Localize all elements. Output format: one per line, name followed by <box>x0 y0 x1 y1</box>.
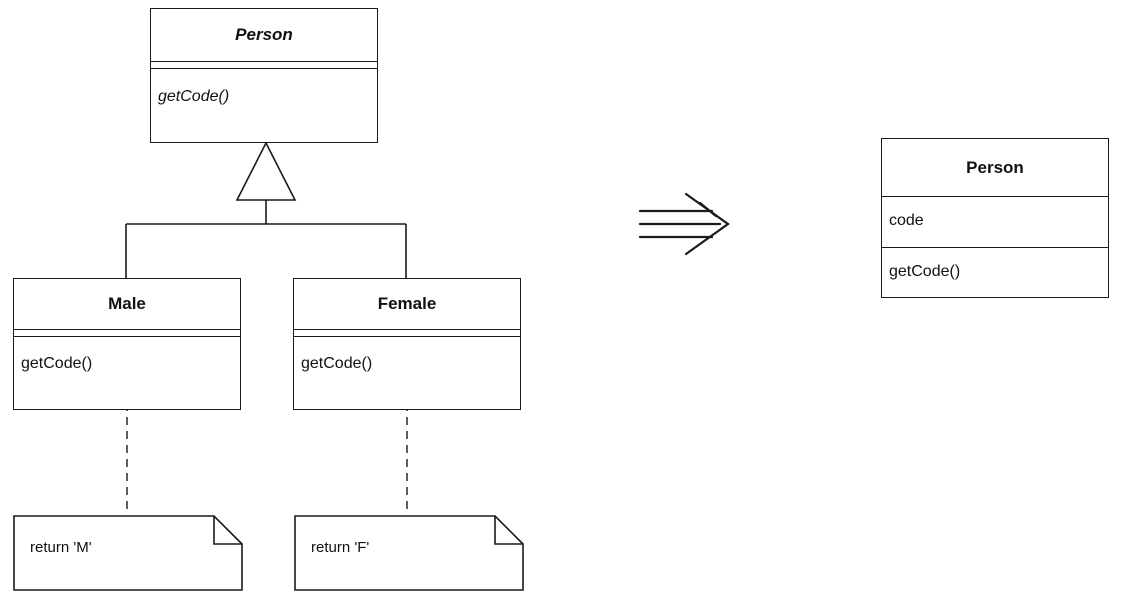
operation: getCode() <box>21 355 93 372</box>
divider <box>294 336 520 337</box>
divider <box>151 68 377 69</box>
class-name: Male <box>108 294 146 313</box>
transform-arrow-icon <box>638 192 730 256</box>
divider <box>882 247 1108 248</box>
operation: getCode() <box>158 88 230 105</box>
class-female: Female getCode() <box>293 278 521 410</box>
class-name: Person <box>966 158 1024 177</box>
note-male <box>13 515 243 591</box>
class-person-concrete: Person code getCode() <box>881 138 1109 298</box>
note-male-text: return 'M' <box>30 539 92 556</box>
class-name: Female <box>377 294 437 313</box>
divider <box>151 61 377 62</box>
operation: getCode() <box>301 355 373 372</box>
class-male: Male getCode() <box>13 278 241 410</box>
divider <box>14 329 240 330</box>
operation: getCode() <box>889 263 961 280</box>
class-person-abstract: Person getCode() <box>150 8 378 143</box>
divider <box>882 196 1108 197</box>
note-female <box>294 515 524 591</box>
inheritance-connector <box>125 200 407 278</box>
divider <box>14 336 240 337</box>
class-name: Person <box>235 25 293 44</box>
attribute: code <box>889 212 924 229</box>
inheritance-triangle-icon <box>235 141 297 201</box>
divider <box>294 329 520 330</box>
note-female-text: return 'F' <box>311 539 370 556</box>
